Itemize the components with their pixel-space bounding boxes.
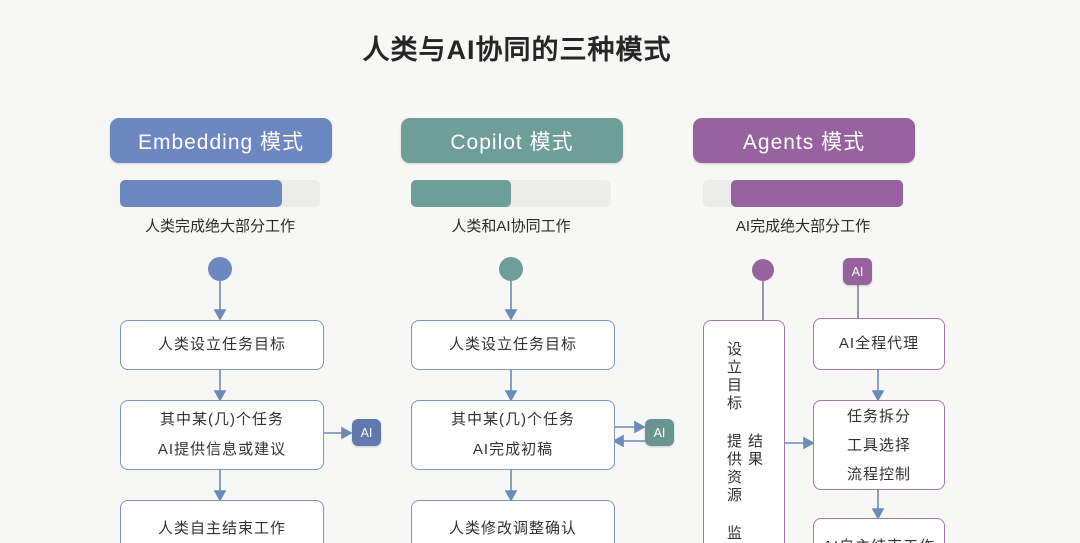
arrowhead-right — [803, 436, 815, 450]
ai-badge: AI — [645, 419, 674, 446]
copilot-step-3-box: 人类修改调整确认 — [411, 500, 615, 543]
embedding-mode-header: Embedding 模式 — [110, 118, 332, 163]
ai-badge: AI — [352, 419, 381, 446]
ai-badge: AI — [843, 258, 872, 285]
copilot-ratio-fill — [411, 180, 511, 207]
flow-box-line: 任务拆分 — [846, 407, 911, 425]
agents-caption: AI完成绝大部分工作 — [735, 218, 871, 235]
page-title: 人类与AI协同的三种模式 — [362, 35, 672, 65]
arrowhead-down — [504, 490, 518, 502]
flow-box-line: 其中某(几)个任务 — [451, 411, 575, 428]
flow-box-line: AI完成初稿 — [472, 441, 554, 458]
arrowhead-down — [213, 490, 227, 502]
flow-box-line: AI提供信息或建议 — [157, 441, 287, 458]
arrowhead-down — [504, 390, 518, 402]
arrowhead-down — [213, 309, 227, 321]
copilot-mode-header: Copilot 模式 — [401, 118, 623, 163]
arrowhead-down — [871, 508, 885, 520]
arrowhead-left — [612, 434, 624, 448]
agents-ratio-fill — [731, 180, 903, 207]
agents-human-role-box: 设立目标 提供资源 监督结果 — [703, 320, 785, 543]
arrowhead-right — [634, 420, 646, 434]
copilot-step-1-box: 人类设立任务目标 — [411, 320, 615, 370]
arrowhead-down — [871, 390, 885, 402]
flow-box-line: 工具选择 — [846, 436, 911, 454]
copilot-caption: 人类和AI协同工作 — [451, 218, 571, 235]
copilot-step-2-box: 其中某(几)个任务 AI完成初稿 — [411, 400, 615, 470]
flow-box-line: 流程控制 — [846, 465, 911, 483]
embedding-ratio-track — [120, 180, 320, 207]
arrowhead-right — [341, 426, 353, 440]
embedding-ratio-fill — [120, 180, 282, 207]
copilot-start-node — [499, 257, 523, 281]
embedding-caption: 人类完成绝大部分工作 — [144, 218, 295, 235]
agents-step-3-box: AI自主结束工作 — [813, 518, 945, 543]
embedding-step-1-box: 人类设立任务目标 — [120, 320, 324, 370]
agents-mode-header: Agents 模式 — [693, 118, 915, 163]
agents-start-node — [752, 259, 774, 281]
arrowhead-down — [504, 309, 518, 321]
agents-step-2-box: 任务拆分 工具选择 流程控制 — [813, 400, 945, 490]
copilot-ratio-track — [411, 180, 611, 207]
embedding-step-2-box: 其中某(几)个任务 AI提供信息或建议 — [120, 400, 324, 470]
agents-ratio-track — [703, 180, 903, 207]
embedding-step-3-box: 人类自主结束工作 — [120, 500, 324, 543]
arrowhead-down — [213, 390, 227, 402]
embedding-start-node — [208, 257, 232, 281]
agents-step-1-box: AI全程代理 — [813, 318, 945, 370]
flow-box-line: 其中某(几)个任务 — [160, 411, 284, 428]
agents-human-role-text: 设立目标 提供资源 监督结果 — [725, 341, 763, 543]
